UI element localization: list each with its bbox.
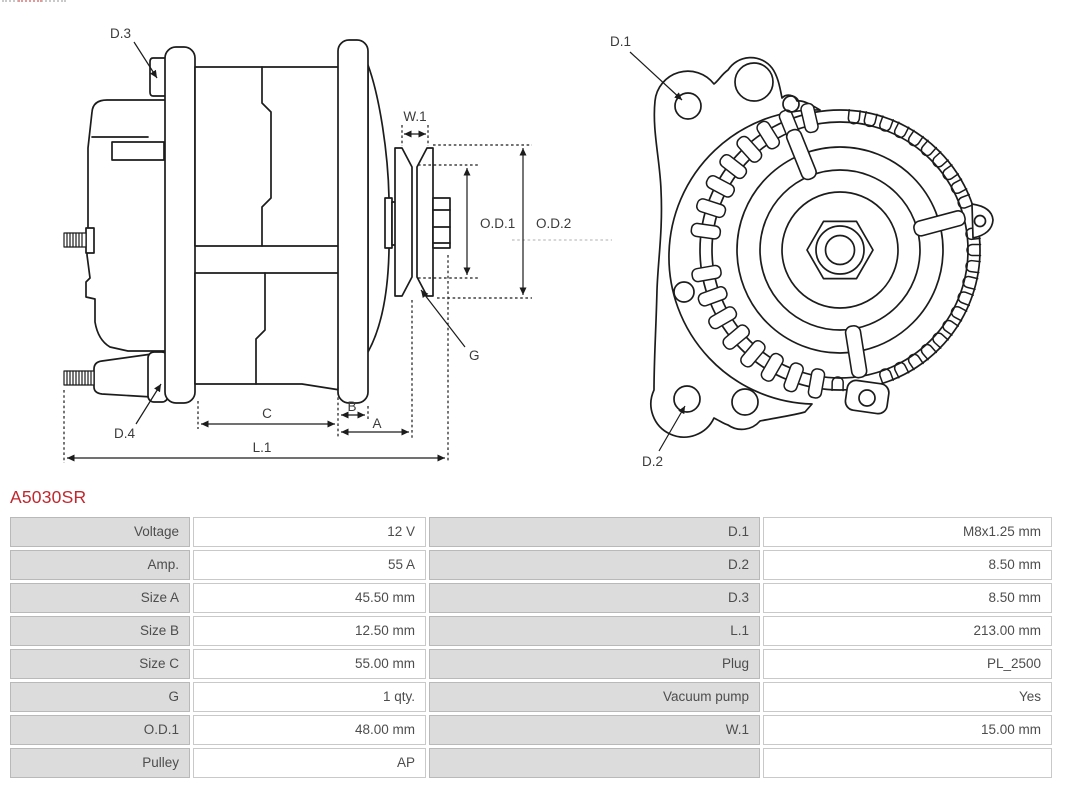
spec-label: W.1 xyxy=(429,715,760,745)
side-view-drawing xyxy=(63,39,451,404)
mount-hole xyxy=(731,388,759,416)
mounting-bracket xyxy=(650,56,821,438)
fan-spokes xyxy=(785,128,966,379)
spec-label: L.1 xyxy=(429,616,760,646)
vent-fins xyxy=(690,102,826,399)
dim-label-w1: W.1 xyxy=(403,109,426,124)
stator-body-upper xyxy=(194,66,341,247)
dim-label-od1: O.D.1 xyxy=(480,216,515,231)
thread-hatch xyxy=(63,232,87,248)
spec-value: AP xyxy=(193,748,426,778)
terminal-stud-upper xyxy=(85,227,95,254)
spec-value: 48.00 mm xyxy=(193,715,426,745)
specifications-table: Voltage 12 V D.1 M8x1.25 mm Amp. 55 A D.… xyxy=(10,517,1052,778)
right-ear xyxy=(971,203,994,239)
pulley-right-flange xyxy=(416,147,434,297)
mount-hole-d2 xyxy=(673,385,701,413)
spec-label: Plug xyxy=(429,649,760,679)
spec-label: O.D.1 xyxy=(10,715,190,745)
stator-front-rim xyxy=(711,121,969,379)
small-hole xyxy=(973,214,987,228)
housing-outer-edge xyxy=(699,109,981,391)
small-hole xyxy=(858,389,876,407)
spec-label: Size B xyxy=(10,616,190,646)
dim-label-g: G xyxy=(469,348,480,363)
mount-hole-d1 xyxy=(674,92,702,120)
spec-label: Amp. xyxy=(10,550,190,580)
spec-label: G xyxy=(10,682,190,712)
spec-value: 12.50 mm xyxy=(193,616,426,646)
side-view-dimensions xyxy=(63,41,612,463)
thread-hatch xyxy=(63,370,95,386)
dim-label-od2: O.D.2 xyxy=(536,216,571,231)
mount-ear-d3 xyxy=(149,57,167,97)
spec-value: 12 V xyxy=(193,517,426,547)
stator-body-lower xyxy=(194,272,341,391)
rear-housing xyxy=(85,99,171,352)
dim-label-d4: D.4 xyxy=(114,426,136,441)
front-pivot-flange xyxy=(337,39,369,404)
dim-label-d2: D.2 xyxy=(642,454,663,469)
spec-label: Pulley xyxy=(10,748,190,778)
dim-label-c: C xyxy=(262,406,272,421)
dim-label-b: B xyxy=(347,399,356,414)
spec-value: 15.00 mm xyxy=(763,715,1052,745)
dim-label-a: A xyxy=(372,416,381,431)
rear-pivot-flange xyxy=(164,46,196,404)
front-view-dimensions xyxy=(629,51,686,452)
spec-label xyxy=(429,748,760,778)
alternator-technical-drawing: D.3 W.1 O.D.1 O.D.2 G D.4 C B A L.1 xyxy=(63,26,994,469)
spec-value xyxy=(763,748,1052,778)
small-hole xyxy=(673,281,695,303)
spec-value: 1 qty. xyxy=(193,682,426,712)
spec-value: 45.50 mm xyxy=(193,583,426,613)
vacuum-pump xyxy=(93,353,153,398)
spec-label: Voltage xyxy=(10,517,190,547)
spec-value: 55 A xyxy=(193,550,426,580)
housing-scallops xyxy=(831,108,982,392)
spec-label: D.1 xyxy=(429,517,760,547)
shaft-nut xyxy=(432,197,451,249)
spec-value: PL_2500 xyxy=(763,649,1052,679)
spec-value: 213.00 mm xyxy=(763,616,1052,646)
spec-value: 8.50 mm xyxy=(763,550,1052,580)
dim-label-l1: L.1 xyxy=(253,440,272,455)
front-view-drawing xyxy=(650,56,994,438)
spec-label: Size A xyxy=(10,583,190,613)
spec-value: 55.00 mm xyxy=(193,649,426,679)
technical-drawing-area: D.3 W.1 O.D.1 O.D.2 G D.4 C B A L.1 xyxy=(63,26,994,469)
small-hole xyxy=(782,95,800,113)
part-number: A5030SR xyxy=(10,487,87,507)
spec-label: D.2 xyxy=(429,550,760,580)
spec-value: Yes xyxy=(763,682,1052,712)
bottom-ear xyxy=(844,379,890,415)
dim-label-d3: D.3 xyxy=(110,26,131,41)
front-plate xyxy=(736,146,944,354)
pulley-left-flange xyxy=(394,147,413,297)
page-edge-artifact xyxy=(2,0,66,5)
spec-label: Size C xyxy=(10,649,190,679)
spec-label: Vacuum pump xyxy=(429,682,760,712)
spec-value: 8.50 mm xyxy=(763,583,1052,613)
mount-hole xyxy=(734,62,774,102)
spec-value: M8x1.25 mm xyxy=(763,517,1052,547)
dim-label-d1: D.1 xyxy=(610,34,631,49)
spec-label: D.3 xyxy=(429,583,760,613)
